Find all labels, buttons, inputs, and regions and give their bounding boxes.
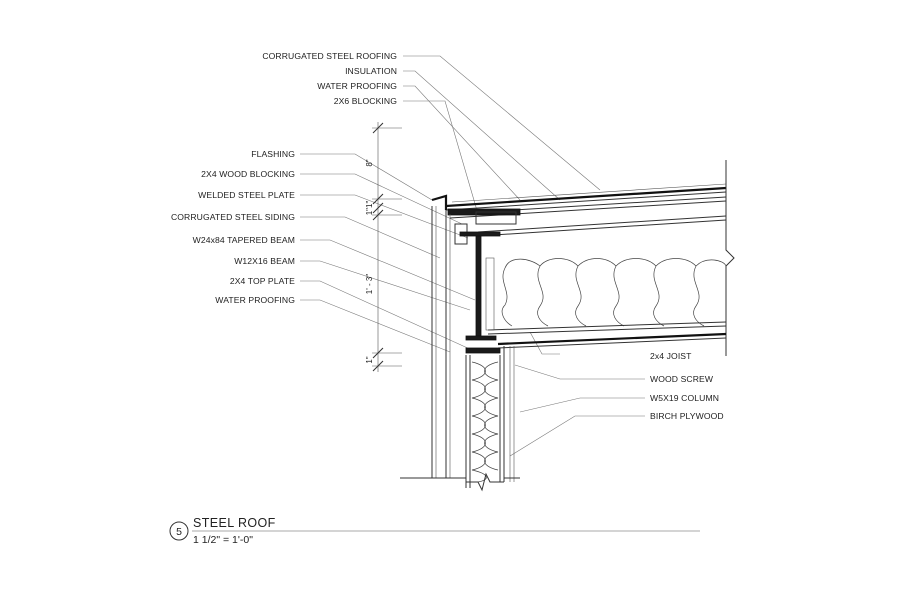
dim-1-3: 1' - 3": [365, 274, 374, 295]
label-welded-steel-plate: WELDED STEEL PLATE: [198, 190, 295, 200]
label-flashing: FLASHING: [251, 149, 295, 159]
label-wood-screw: WOOD SCREW: [650, 374, 714, 384]
leader-lines: [300, 55, 645, 457]
dimension-string: 8" 1"1" 1' - 3" 1": [365, 122, 402, 372]
detail-number-bubble: [169, 521, 189, 541]
dim-8: 8": [365, 159, 374, 166]
label-water-proofing-bottom: WATER PROOFING: [215, 295, 295, 305]
roof-assembly: [445, 160, 735, 356]
label-water-proofing-top: WATER PROOFING: [317, 81, 397, 91]
label-w5x19-column: W5X19 COLUMN: [650, 393, 719, 403]
dim-1-1: 1"1": [365, 201, 374, 216]
label-w12x16-beam: W12X16 BEAM: [234, 256, 295, 266]
label-birch-plywood: BIRCH PLYWOOD: [650, 411, 724, 421]
exterior-wall: [400, 206, 520, 492]
label-insulation: INSULATION: [345, 66, 397, 76]
callout-labels: CORRUGATED STEEL ROOFING INSULATION WATE…: [171, 51, 724, 421]
ceiling-joist: [487, 321, 727, 349]
label-2x4-wood-blocking: 2X4 WOOD BLOCKING: [201, 169, 295, 179]
label-2x4-top-plate: 2X4 TOP PLATE: [230, 276, 295, 286]
label-w24x84-tapered-beam: W24x84 TAPERED BEAM: [193, 235, 295, 245]
detail-title: STEEL ROOF: [193, 516, 276, 530]
label-corrugated-steel-siding: CORRUGATED STEEL SIDING: [171, 212, 295, 222]
label-2x4-joist: 2x4 JOIST: [650, 351, 692, 361]
label-corrugated-steel-roofing: CORRUGATED STEEL ROOFING: [262, 51, 397, 61]
insulation-batts: [501, 258, 727, 327]
detail-scale: 1 1/2" = 1'-0": [193, 534, 253, 546]
title-block: 5 STEEL ROOF 1 1/2" = 1'-0": [169, 516, 700, 546]
dim-1: 1": [365, 356, 374, 363]
steel-members: [431, 194, 521, 354]
detail-number: 5: [176, 526, 182, 538]
label-2x6-blocking: 2X6 BLOCKING: [334, 96, 398, 106]
